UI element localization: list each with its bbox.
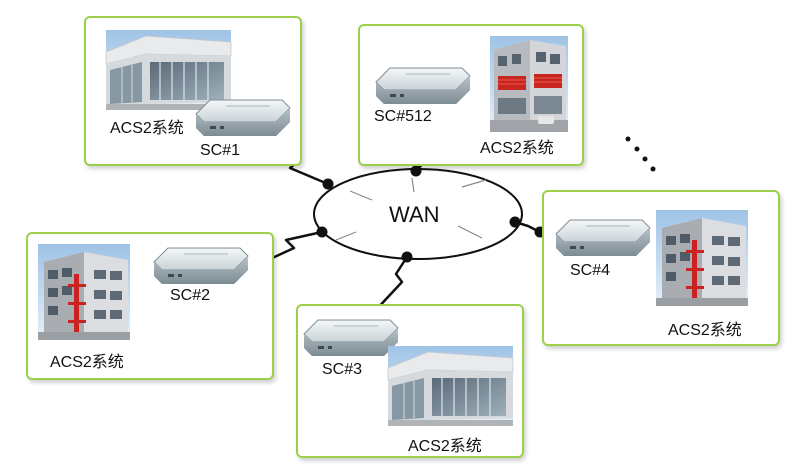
wan-label: WAN xyxy=(389,202,440,227)
building-icon xyxy=(38,244,130,340)
wan-spoke xyxy=(335,231,357,241)
wan-spoke xyxy=(411,177,415,193)
building-icon xyxy=(656,210,748,306)
ellipsis-dot xyxy=(634,146,640,152)
controller-device-icon xyxy=(153,247,249,285)
ellipsis-dot xyxy=(642,156,648,162)
controller-label-sc2: SC#2 xyxy=(170,287,211,304)
controller-device-icon xyxy=(303,319,399,357)
node xyxy=(509,216,521,228)
ellipsis-dot xyxy=(650,166,656,172)
controller-label-sc4: SC#4 xyxy=(570,262,611,279)
wan-spoke xyxy=(457,225,483,239)
more-sites-ellipsis xyxy=(625,136,656,172)
wan-network xyxy=(313,168,523,260)
controller-device-icon xyxy=(375,67,471,105)
link-sc3 xyxy=(373,256,409,313)
wan-spoke xyxy=(349,190,373,201)
controller-label-sc3: SC#3 xyxy=(322,361,363,378)
system-label-sc3: ACS2系统 xyxy=(408,438,482,455)
controller-label-sc512: SC#512 xyxy=(374,108,432,125)
system-label-sc4: ACS2系统 xyxy=(668,322,742,339)
building-icon xyxy=(105,29,232,111)
link-sc2 xyxy=(256,230,323,267)
ellipsis-dot xyxy=(625,136,631,142)
building-icon xyxy=(489,35,569,133)
controller-device-icon xyxy=(555,219,651,257)
controller-device-icon xyxy=(195,99,291,137)
node xyxy=(316,226,328,238)
system-label-sc512: ACS2系统 xyxy=(480,140,554,157)
wan-spoke xyxy=(461,179,487,188)
node xyxy=(322,178,334,190)
system-label-sc1: ACS2系统 xyxy=(110,120,184,137)
building-icon xyxy=(387,345,514,427)
node xyxy=(410,165,422,177)
system-label-sc2: ACS2系统 xyxy=(50,354,124,371)
node xyxy=(401,251,413,263)
controller-label-sc1: SC#1 xyxy=(200,142,241,159)
